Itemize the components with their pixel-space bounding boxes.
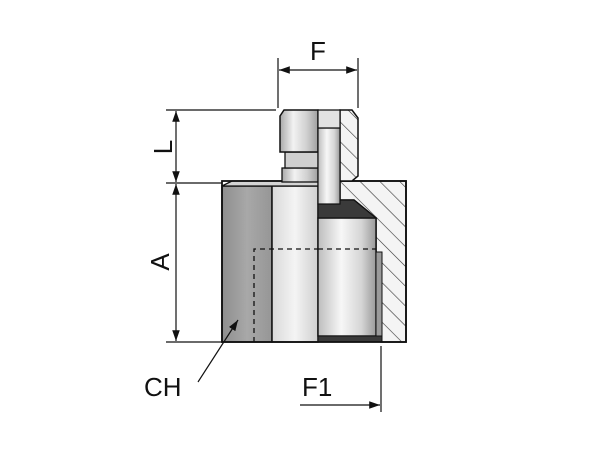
dim-A-label: A xyxy=(145,253,175,271)
dim-CH-label: CH xyxy=(144,372,182,402)
dimension-L: L xyxy=(148,109,276,184)
dim-F1-label: F1 xyxy=(302,372,332,402)
dimension-F: F xyxy=(277,36,359,108)
hex-face-left xyxy=(221,185,273,343)
spigot-passage xyxy=(317,127,341,205)
dim-F-label: F xyxy=(310,36,326,66)
hidden-thread-outline xyxy=(253,248,318,342)
dimension-A: A xyxy=(145,184,222,343)
internal-bore xyxy=(317,217,377,337)
fitting-body xyxy=(221,180,407,343)
spigot-section-hatch xyxy=(339,109,359,182)
spigot-neck xyxy=(281,167,319,183)
spigot-head xyxy=(279,109,319,153)
spigot-groove xyxy=(284,151,319,169)
thread-band xyxy=(375,251,383,337)
top-spigot xyxy=(279,109,359,205)
dimension-CH: CH xyxy=(144,319,239,402)
hex-face-middle xyxy=(271,185,319,343)
dim-CH-leader xyxy=(197,319,239,383)
dim-L-label: L xyxy=(148,140,178,154)
dimension-F1: F1 xyxy=(300,346,382,412)
spigot-passage-top xyxy=(317,109,341,129)
